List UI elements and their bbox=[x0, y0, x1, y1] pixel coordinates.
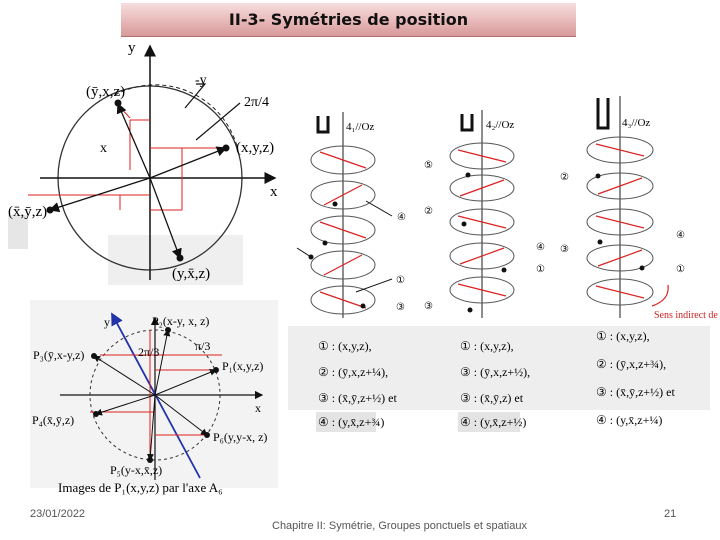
footer-page: 21 bbox=[664, 508, 677, 520]
helix2-marker-3: ③ bbox=[424, 301, 433, 312]
point-top bbox=[114, 99, 122, 107]
helix1-labels: ① : (x,y,z), ② : (ȳ,x,z+¼), ③ : (x̄,ȳ,z+… bbox=[318, 339, 398, 429]
page-title: II-3- Symétries de position bbox=[228, 10, 469, 29]
circle-dashed bbox=[89, 329, 221, 461]
helix-1: ④ ① ③ 4₁//Oz bbox=[296, 112, 406, 318]
title-bar: II-3- Symétries de position bbox=[121, 3, 576, 37]
helix2-marker-2: ② bbox=[424, 206, 433, 217]
helix-3: ② ③ ④ ① 4₃//Oz Sens indirect de rotation bbox=[560, 96, 720, 321]
helix2-label-2: ③ : (ȳ,x,z+½), bbox=[460, 365, 530, 379]
helix3-label-4: ④ : (y,x̄,z+¼) bbox=[596, 413, 662, 427]
helix3-marker-2: ② bbox=[560, 172, 569, 183]
lower-panel-bg bbox=[30, 300, 278, 488]
helix2-labels: ① : (x,y,z), ③ : (ȳ,x,z+½), ③ : (x̄,ȳ,z)… bbox=[460, 339, 530, 429]
helix1-label-2: ② : (ȳ,x,z+¼), bbox=[318, 365, 388, 379]
circle bbox=[57, 85, 243, 271]
helix-2: ⑤ ② ④ ① ③ 4₂//Oz bbox=[424, 110, 545, 318]
shade-bottom bbox=[108, 235, 243, 285]
helix2-marker-4: ④ bbox=[536, 242, 545, 253]
point-left bbox=[46, 206, 54, 214]
helix3-marker-4: ④ bbox=[676, 230, 685, 241]
p4-label: P₄(x̄,ȳ,z) bbox=[32, 413, 74, 427]
point-right bbox=[222, 144, 230, 152]
helix2-axis-label: 4₂//Oz bbox=[486, 119, 514, 131]
rotation-note: Sens indirect de rotation bbox=[654, 310, 720, 321]
helix1-marker-4: ④ bbox=[397, 212, 406, 223]
helix3-axis-label: 4₃//Oz bbox=[622, 117, 650, 129]
p3-label: P₃(ȳ,x-y,z) bbox=[33, 348, 84, 362]
footer-center: Chapitre II: Symétrie, Groupes ponctuels… bbox=[272, 520, 527, 532]
helix2-label-1: ① : (x,y,z), bbox=[460, 339, 514, 353]
point-left-label: (x̄,ȳ,z) bbox=[8, 204, 47, 220]
helix2-label-3: ③ : (x̄,ȳ,z) et bbox=[460, 391, 524, 405]
blue-axis bbox=[111, 312, 201, 479]
helix3-label-1: ① : (x,y,z), bbox=[596, 329, 650, 343]
helix3-labels: ① : (x,y,z), ② : (ȳ,x,z+¾), ③ : (x̄,ȳ,z+… bbox=[596, 329, 676, 427]
point-top-label: (ȳ,x,z) bbox=[86, 84, 125, 100]
angle-label: 2π/4 bbox=[244, 95, 269, 110]
point-bottom bbox=[176, 254, 184, 262]
shade-left bbox=[8, 215, 28, 249]
lower-y-label: y bbox=[104, 315, 110, 329]
p1-label: P₁(x,y,z) bbox=[222, 359, 263, 373]
p5-label: P₅(y-x,x̄,z) bbox=[110, 463, 162, 477]
neg-y-label: -y bbox=[195, 73, 207, 88]
dashed-arc bbox=[114, 84, 239, 151]
lower-caption: Images de P₁(x,y,z) par l'axe A₆ bbox=[58, 480, 223, 495]
helix2-marker-5: ⑤ bbox=[424, 160, 433, 171]
point-bottom-label: (y,x̄,z) bbox=[172, 266, 210, 282]
x-marker-label: x bbox=[100, 141, 107, 156]
helix3-marker-3: ③ bbox=[560, 244, 569, 255]
helix1-label-3: ③ : (x̄,ȳ,z+½) et bbox=[318, 391, 398, 405]
lower-x-label: x bbox=[255, 401, 261, 415]
helix1-marker-1: ① bbox=[396, 275, 405, 286]
y-axis-label: y bbox=[128, 40, 136, 56]
helix1-axis-label: 4₁//Oz bbox=[346, 121, 374, 133]
p6-label: P₆(y,y-x, z) bbox=[213, 430, 267, 444]
helix3-label-3: ③ : (x̄,ȳ,z+½) et bbox=[596, 385, 676, 399]
helix3-label-2: ② : (ȳ,x,z+¾), bbox=[596, 357, 666, 371]
helix-labels-bg bbox=[288, 326, 710, 410]
helix1-label-1: ① : (x,y,z), bbox=[318, 339, 372, 353]
helix1-marker-3: ③ bbox=[396, 302, 405, 313]
helix1-label-4: ④ : (y,x̄,z+¾) bbox=[318, 415, 384, 429]
angle1-label: 2π/3 bbox=[138, 345, 159, 359]
helix2-marker-1: ① bbox=[536, 264, 545, 275]
helix3-marker-1: ① bbox=[676, 264, 685, 275]
x-axis-label: x bbox=[270, 184, 278, 200]
p2-label: P₂(x-y, x, z) bbox=[152, 314, 209, 328]
footer-date: 23/01/2022 bbox=[30, 508, 86, 520]
point-right-label: (x,y,z) bbox=[236, 140, 274, 156]
angle2-label: π/3 bbox=[195, 339, 210, 353]
red-guides bbox=[28, 104, 225, 211]
helix2-label-4: ④ : (y,x̄,z+½) bbox=[460, 415, 526, 429]
